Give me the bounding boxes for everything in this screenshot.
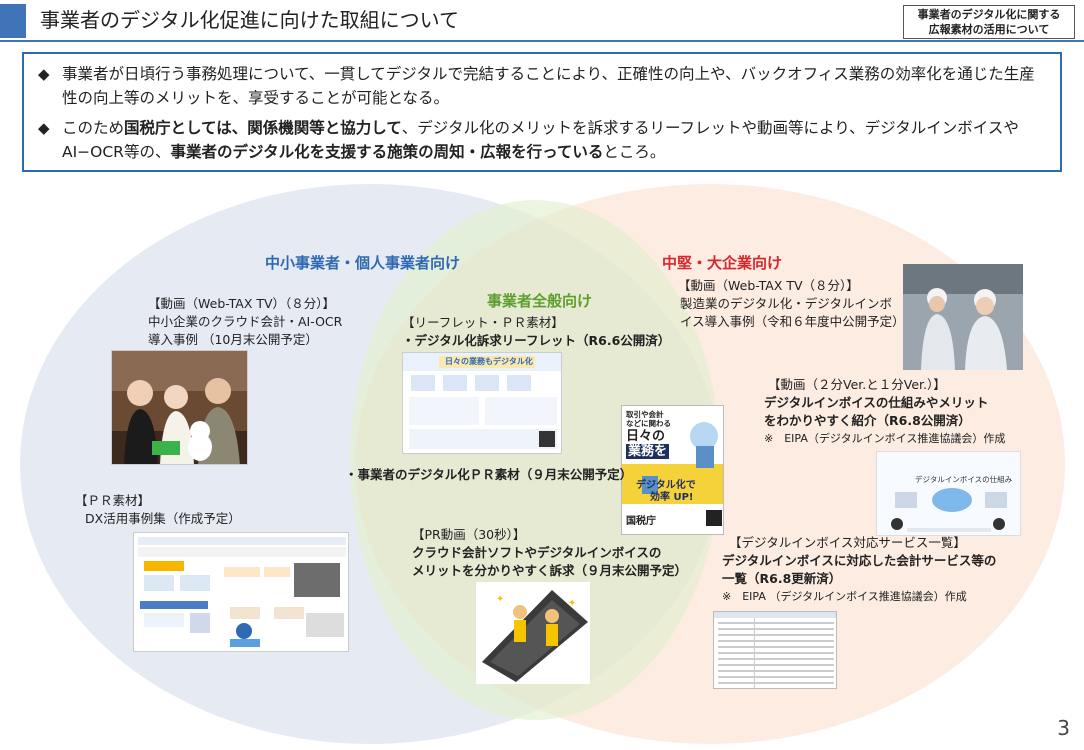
- invoice-video-thumbnail[interactable]: デジタルインボイスの仕組み: [876, 451, 1021, 536]
- all-prvideo-line1: クラウド会計ソフトやデジタルインボイスの: [412, 545, 662, 560]
- large-video2-line1: デジタルインボイスの仕組みやメリット: [764, 395, 989, 410]
- all-leaflet-tag: 【リーフレット・ＰＲ素材】: [402, 315, 564, 330]
- section-heading-small: 中小事業者・個人事業者向け: [265, 254, 461, 272]
- family-photo-thumbnail[interactable]: [111, 350, 248, 465]
- section-heading-large: 中堅・大企業向け: [662, 254, 783, 272]
- svg-text:✦: ✦: [496, 594, 504, 605]
- poster-line5: デジタル化で: [636, 480, 696, 491]
- large-video2-note: ※ EIPA（デジタルインボイス推進協議会）作成: [764, 432, 1006, 445]
- service-list-image: [714, 612, 836, 688]
- all-leaflet-line1: ・デジタル化訴求リーフレット（R6.6公開済）: [402, 333, 671, 348]
- page-number: 3: [1057, 716, 1070, 740]
- small-pr-tag: 【ＰＲ素材】: [75, 493, 151, 508]
- invoice-video-image: [877, 452, 1020, 535]
- large-video2-tag: 【動画（２分Ver.と１分Ver.）】: [768, 377, 946, 392]
- small-video-tag: 【動画（Web-TAX TV）（８分）】: [148, 296, 336, 311]
- topic-badge-line1: 事業者のデジタル化に関する: [917, 8, 1061, 21]
- large-list-tag: 【デジタルインボイス対応サービス一覧】: [729, 535, 966, 550]
- large-list-line2: 一覧（R6.8更新済）: [722, 571, 842, 586]
- summary-box: ◆ 事業者が日頃行う事務処理について、一貫してデジタルで完結することにより、正確…: [22, 52, 1062, 172]
- factory-photo-thumbnail[interactable]: [903, 264, 1023, 370]
- title-underline: [0, 40, 1084, 42]
- all-prvideo-tag: 【PR動画（30秒）】: [412, 527, 526, 542]
- summary-bullet-2: ◆ このため国税庁としては、関係機関等と協力して、デジタル化のメリットを訴求する…: [38, 116, 1046, 164]
- dx-case-doc-thumbnail[interactable]: [133, 532, 349, 652]
- summary-bullet-2-text-c: 、デジタル化のメリットを訴求するリーフレットや動画等により、デジタルインボイスや…: [62, 119, 1019, 161]
- topic-badge: 事業者のデジタル化に関する 広報素材の活用について: [903, 5, 1075, 39]
- small-video-line2: 導入事例 （10月末公開予定）: [148, 332, 318, 347]
- poster-line1: 取引や会計: [626, 410, 664, 419]
- dx-case-doc-image: [138, 537, 346, 647]
- title-accent-bar: [0, 4, 26, 38]
- large-video-line1: 製造業のデジタル化・デジタルインボ: [680, 296, 893, 311]
- topic-badge-line2: 広報素材の活用について: [928, 23, 1050, 36]
- factory-photo-image: [903, 264, 1023, 370]
- summary-bullet-2-text-b: 国税庁としては、関係機関等と協力して: [124, 119, 402, 137]
- diamond-bullet-icon: ◆: [38, 65, 50, 83]
- leaflet-headline: 日々の業務もデジタル化: [445, 357, 533, 366]
- poster-image: [622, 406, 723, 534]
- small-pr-line1: DX活用事例集（作成予定）: [85, 511, 241, 526]
- summary-bullet-1-text: 事業者が日頃行う事務処理について、一貫してデジタルで完結することにより、正確性の…: [62, 65, 1035, 107]
- service-list-thumbnail[interactable]: [713, 611, 837, 689]
- leaflet-thumbnail[interactable]: 日々の業務もデジタル化: [402, 352, 562, 454]
- leaflet-image: [403, 353, 561, 449]
- all-pr-line1: ・事業者のデジタル化ＰＲ素材（９月末公開予定）: [345, 467, 633, 482]
- invoice-video-caption: デジタルインボイスの仕組み: [915, 475, 1013, 484]
- large-list-line1: デジタルインボイスに対応した会計サービス等の: [722, 553, 997, 568]
- poster-line3: 日々の: [626, 429, 666, 444]
- summary-bullet-2-text-e: ところ。: [603, 143, 666, 161]
- svg-text:✦: ✦: [568, 598, 576, 609]
- small-video-line1: 中小企業のクラウド会計・AI-OCR: [148, 314, 343, 329]
- large-video2-line2: をわかりやすく紹介（R6.8公開済）: [764, 413, 971, 428]
- summary-bullet-1: ◆ 事業者が日頃行う事務処理について、一貫してデジタルで完結することにより、正確…: [38, 62, 1046, 110]
- summary-bullet-2-text-d: 事業者のデジタル化を支援する施策の周知・広報を行っている: [170, 143, 604, 161]
- section-heading-all: 事業者全般向け: [487, 292, 593, 310]
- poster-line4: 業務を: [626, 444, 670, 459]
- all-prvideo-line2: メリットを分かりやすく訴求（９月末公開予定）: [412, 563, 688, 578]
- large-list-note: ※ EIPA （デジタルインボイス推進協議会）作成: [722, 590, 967, 603]
- poster-thumbnail[interactable]: 取引や会計 などに関わる 日々の 業務を デジタル化で 効率 UP! 国税庁: [621, 405, 724, 535]
- large-video-line2: イス導入事例（令和６年度中公開予定）: [680, 314, 905, 329]
- poster-line6: 効率 UP!: [650, 492, 694, 503]
- summary-bullet-2-text-a: このため: [62, 119, 125, 137]
- pr-video-image: ✦ ✦: [482, 590, 588, 682]
- page-title: 事業者のデジタル化促進に向けた取組について: [40, 8, 459, 32]
- poster-org: 国税庁: [626, 516, 656, 527]
- family-photo-image: [112, 351, 247, 464]
- pr-video-thumbnail[interactable]: ✦ ✦: [476, 582, 590, 684]
- diamond-bullet-icon: ◆: [38, 119, 50, 137]
- poster-line2: などに関わる: [626, 419, 671, 428]
- large-video-tag: 【動画（Web-TAX TV（８分）】: [678, 278, 859, 293]
